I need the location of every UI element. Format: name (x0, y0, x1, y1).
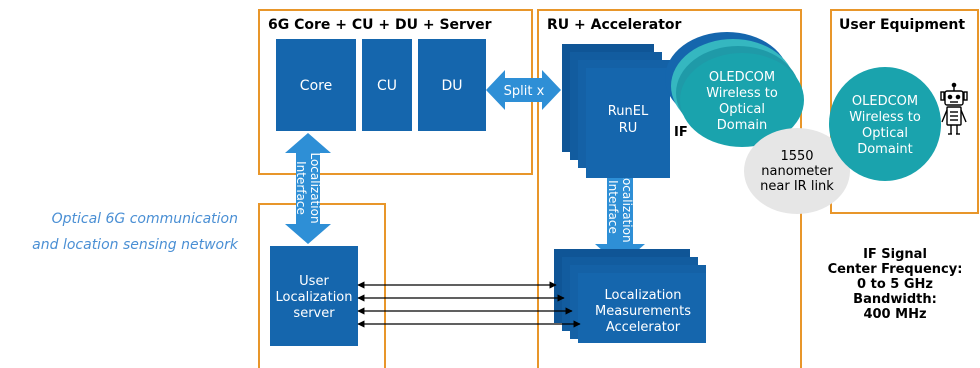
oledcom-ue-line1: OLEDCOM (852, 94, 918, 109)
nm-link-bubble (744, 128, 850, 214)
du-label: DU (441, 78, 462, 94)
nm-link-line3: near IR link (760, 179, 834, 194)
ru-group-title: RU + Accelerator (547, 17, 682, 33)
oledcom-ue-line3: Optical (862, 126, 908, 141)
oledcom-ue-ellipse (829, 67, 941, 181)
ru-block (586, 68, 670, 178)
caption-line-2: and location sensing network (32, 237, 239, 253)
loc-interface-left-line1: Localization (308, 152, 322, 223)
accel-block (578, 273, 706, 343)
if-signal-line2: Center Frequency: (828, 262, 963, 277)
core-group-title: 6G Core + CU + DU + Server (268, 17, 492, 33)
oledcom-ue-line4: Domaint (857, 142, 913, 157)
nm-link-line2: nanometer (761, 164, 833, 179)
if-signal-line4: Bandwidth: (853, 292, 937, 307)
oledcom-ue-line2: Wireless to (849, 110, 921, 125)
loc-interface-left-line2: Interface (294, 161, 308, 215)
core-label: Core (300, 78, 332, 94)
server-block (270, 246, 358, 346)
oledcom-ru-ellipse (680, 53, 804, 147)
if-signal-line5: 400 MHz (863, 307, 926, 322)
caption-line-1: Optical 6G communication (52, 211, 238, 227)
loc-interface-arrow-left (285, 133, 331, 244)
split-label: Split x (504, 84, 545, 99)
oledcom-ru-line4: Domain (717, 118, 767, 133)
loc-interface-right-line1: Localization (620, 171, 634, 242)
if-signal-line1: IF Signal (863, 247, 927, 262)
oledcom-ru-line3: Optical (719, 102, 765, 117)
accel-line3: Accelerator (606, 320, 681, 335)
cu-block (362, 39, 412, 131)
ru-line2: RU (619, 121, 638, 136)
ue-group-title: User Equipment (839, 17, 965, 33)
du-block (418, 39, 486, 131)
server-line3: server (293, 306, 335, 321)
loc-interface-arrow-right (595, 150, 645, 266)
split-arrow (486, 70, 561, 110)
robot-icon (940, 82, 968, 135)
server-line2: Localization (276, 290, 353, 305)
if-signal-line3: 0 to 5 GHz (857, 277, 933, 292)
oledcom-ru-line1: OLEDCOM (709, 70, 775, 85)
accel-line1: Localization (605, 288, 682, 303)
loc-interface-right-line2: Interface (606, 180, 620, 234)
cu-label: CU (377, 78, 397, 94)
ru-line1: RunEL (608, 104, 649, 119)
oledcom-ru-line2: Wireless to (706, 86, 778, 101)
if-label: IF (674, 125, 688, 140)
server-line1: User (299, 274, 329, 289)
core-block (276, 39, 356, 131)
nm-link-line1: 1550 (780, 149, 813, 164)
accel-line2: Measurements (595, 304, 691, 319)
